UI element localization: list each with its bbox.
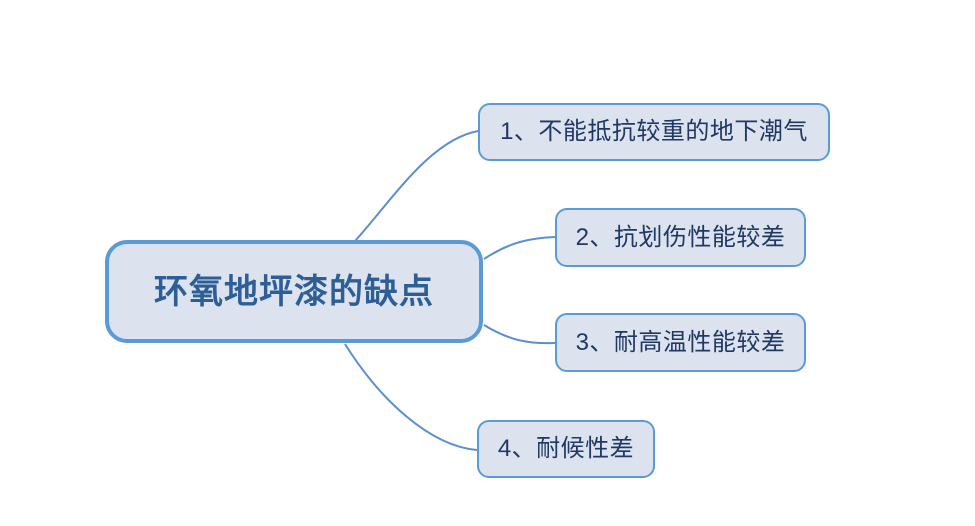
branch-node-4-label: 4、耐候性差 [497, 435, 635, 462]
branch-node-1-label: 1、不能抵抗较重的地下潮气 [500, 118, 808, 145]
root-node-label: 环氧地坪漆的缺点 [154, 272, 434, 311]
branch-node-3[interactable]: 3、耐高温性能较差 [555, 313, 806, 372]
branch-node-3-label: 3、耐高温性能较差 [575, 328, 786, 356]
branch-node-2-label: 2、抗划伤性能较差 [575, 223, 786, 251]
root-node[interactable]: 环氧地坪漆的缺点 [105, 240, 483, 343]
connector-to-branch-4 [344, 343, 478, 451]
connector-to-branch-2 [483, 236, 556, 260]
branch-node-2[interactable]: 2、抗划伤性能较差 [555, 208, 806, 267]
branch-node-4[interactable]: 4、耐候性差 [477, 420, 655, 478]
connector-to-branch-1 [354, 130, 479, 242]
branch-node-1[interactable]: 1、不能抵抗较重的地下潮气 [478, 103, 830, 161]
connector-to-branch-3 [483, 324, 556, 345]
